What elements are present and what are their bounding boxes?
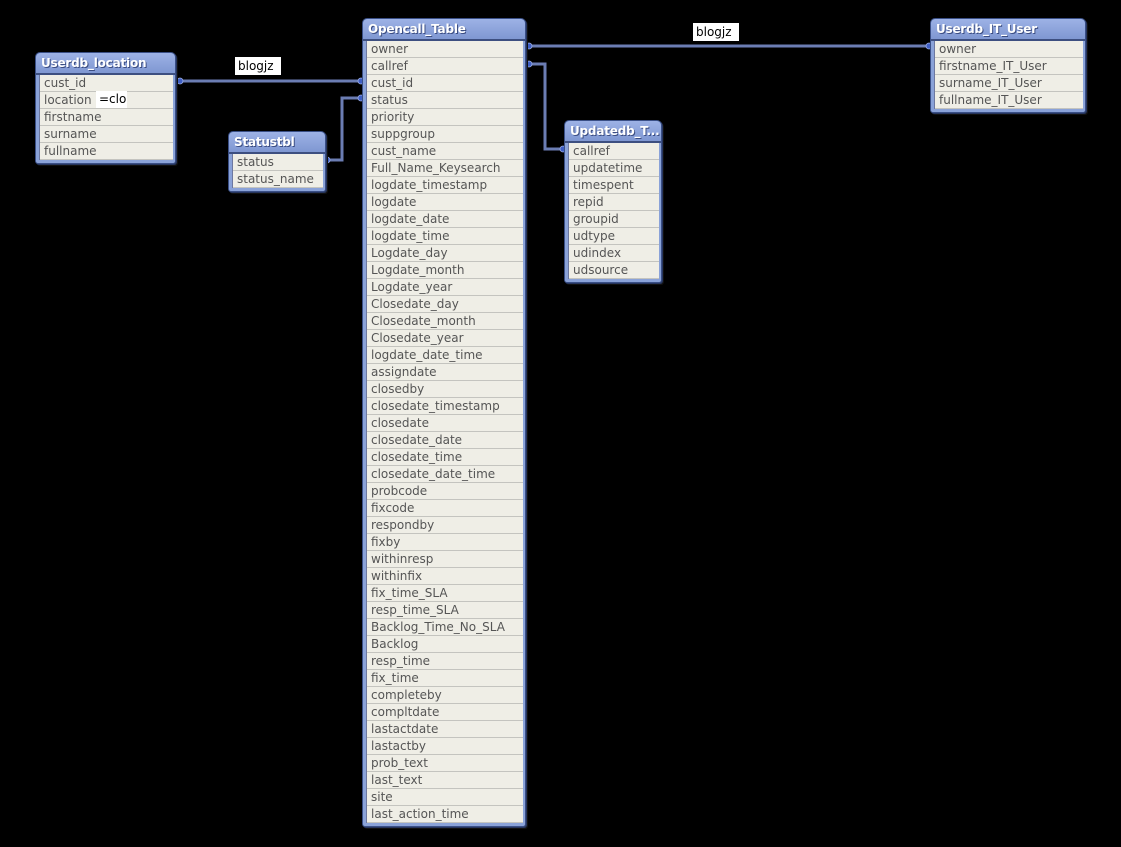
field-row[interactable]: logdate_timestamp	[367, 177, 523, 194]
field-row[interactable]: resp_time	[367, 653, 523, 670]
field-row[interactable]: repid	[569, 194, 659, 211]
field-row[interactable]: logdate_date_time	[367, 347, 523, 364]
field-row[interactable]: fixcode	[367, 500, 523, 517]
field-row[interactable]: Backlog	[367, 636, 523, 653]
field-row[interactable]: fix_time	[367, 670, 523, 687]
field-row[interactable]: firstname	[40, 109, 173, 126]
link-label-left: blogjz	[235, 57, 281, 75]
field-row[interactable]: cust_name	[367, 143, 523, 160]
field-row[interactable]: lastactdate	[367, 721, 523, 738]
link-status	[327, 96, 362, 162]
field-row[interactable]: logdate	[367, 194, 523, 211]
field-row[interactable]: compltdate	[367, 704, 523, 721]
link-label-top: blogjz	[693, 23, 739, 41]
field-row[interactable]: Full_Name_Keysearch	[367, 160, 523, 177]
link-callref	[529, 62, 565, 151]
field-row[interactable]: surname_IT_User	[935, 75, 1083, 92]
field-row[interactable]: fix_time_SLA	[367, 585, 523, 602]
field-row[interactable]: priority	[367, 109, 523, 126]
field-row[interactable]: surname	[40, 126, 173, 143]
field-row[interactable]: groupid	[569, 211, 659, 228]
table-title[interactable]: Userdb_IT_User	[931, 19, 1085, 41]
field-row[interactable]: Logdate_day	[367, 245, 523, 262]
field-row[interactable]: closedate_time	[367, 449, 523, 466]
field-row[interactable]: fullname_IT_User	[935, 92, 1083, 109]
field-row[interactable]: withinresp	[367, 551, 523, 568]
field-row[interactable]: site	[367, 789, 523, 806]
field-row[interactable]: respondby	[367, 517, 523, 534]
field-row[interactable]: closedate_date_time	[367, 466, 523, 483]
field-row[interactable]: closedate	[367, 415, 523, 432]
field-row[interactable]: closedby	[367, 381, 523, 398]
field-row[interactable]: logdate_time	[367, 228, 523, 245]
field-row[interactable]: udtype	[569, 228, 659, 245]
field-row[interactable]: udsource	[569, 262, 659, 279]
field-row[interactable]: prob_text	[367, 755, 523, 772]
field-row[interactable]: fixby	[367, 534, 523, 551]
table-title[interactable]: Statustbl	[229, 132, 325, 154]
field-row[interactable]: Closedate_day	[367, 296, 523, 313]
field-row[interactable]: status_name	[233, 171, 323, 188]
field-row[interactable]: probcode	[367, 483, 523, 500]
field-row[interactable]: timespent	[569, 177, 659, 194]
link-node	[176, 77, 184, 85]
field-row[interactable]: Closedate_year	[367, 330, 523, 347]
field-row[interactable]: owner	[367, 41, 523, 58]
link-node	[525, 60, 533, 68]
field-row[interactable]: fullname	[40, 143, 173, 160]
field-row[interactable]: callref	[367, 58, 523, 75]
field-row[interactable]: Closedate_month	[367, 313, 523, 330]
field-row[interactable]: cust_id	[40, 75, 173, 92]
field-row[interactable]: updatetime	[569, 160, 659, 177]
field-row[interactable]: assigndate	[367, 364, 523, 381]
field-row[interactable]: location	[40, 92, 173, 109]
field-row[interactable]: lastactby	[367, 738, 523, 755]
field-row[interactable]: owner	[935, 41, 1083, 58]
field-row[interactable]: closedate_timestamp	[367, 398, 523, 415]
field-row[interactable]: udindex	[569, 245, 659, 262]
table-title[interactable]: Updatedb_T...	[565, 121, 661, 143]
table-title[interactable]: Userdb_location	[36, 53, 175, 75]
link-node	[525, 42, 533, 50]
field-row[interactable]: closedate_date	[367, 432, 523, 449]
field-row[interactable]: status	[367, 92, 523, 109]
field-row[interactable]: Logdate_month	[367, 262, 523, 279]
field-row[interactable]: logdate_date	[367, 211, 523, 228]
field-row[interactable]: cust_id	[367, 75, 523, 92]
field-row[interactable]: resp_time_SLA	[367, 602, 523, 619]
field-row[interactable]: suppgroup	[367, 126, 523, 143]
field-tooltip: =clo	[96, 91, 127, 108]
field-row[interactable]: Backlog_Time_No_SLA	[367, 619, 523, 636]
field-row[interactable]: status	[233, 154, 323, 171]
field-row[interactable]: firstname_IT_User	[935, 58, 1083, 75]
field-row[interactable]: Logdate_year	[367, 279, 523, 296]
table-title[interactable]: Opencall_Table	[363, 19, 525, 41]
field-row[interactable]: last_text	[367, 772, 523, 789]
field-row[interactable]: callref	[569, 143, 659, 160]
field-row[interactable]: completeby	[367, 687, 523, 704]
field-row[interactable]: withinfix	[367, 568, 523, 585]
field-row[interactable]: last_action_time	[367, 806, 523, 823]
